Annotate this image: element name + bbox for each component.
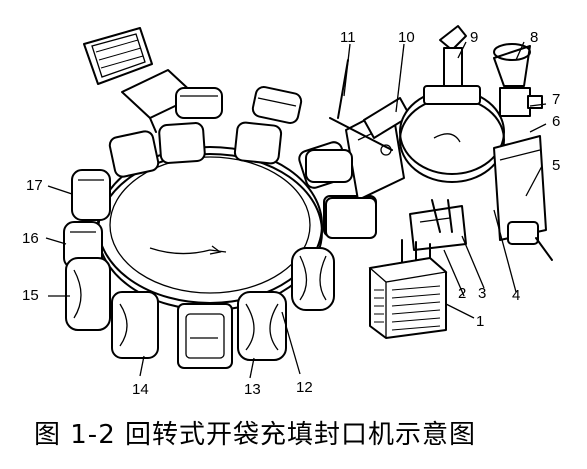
sealing-station [305,59,411,239]
callout-14: 14 [132,381,149,398]
bag-magazine [83,27,153,85]
callout-13: 13 [244,381,261,398]
callout-8: 8 [530,29,538,46]
callout-11: 11 [340,29,356,46]
callout-2: 2 [458,285,466,302]
callout-7: 7 [552,91,560,108]
callout-5: 5 [552,157,560,174]
callout-4: 4 [512,287,520,304]
callout-10: 10 [398,29,415,46]
callout-17: 17 [26,177,43,194]
callout-9: 9 [470,29,478,46]
machine-diagram: 11 10 9 8 7 6 5 4 3 2 1 12 13 14 15 16 1… [22,25,560,398]
callouts: 11 10 9 8 7 6 5 4 3 2 1 12 13 14 15 16 1… [22,29,560,398]
drive-unit-grille [374,285,441,331]
drive-unit [368,239,448,339]
leader-lines [45,41,547,379]
filling-machine [399,25,553,261]
callout-1: 1 [476,313,484,330]
figure-caption: 图 1-2 回转式开袋充填封口机示意图 [34,420,476,450]
callout-3: 3 [478,285,486,302]
callout-15: 15 [22,287,39,304]
callout-16: 16 [22,230,39,247]
callout-6: 6 [552,113,560,130]
callout-12: 12 [296,379,313,396]
